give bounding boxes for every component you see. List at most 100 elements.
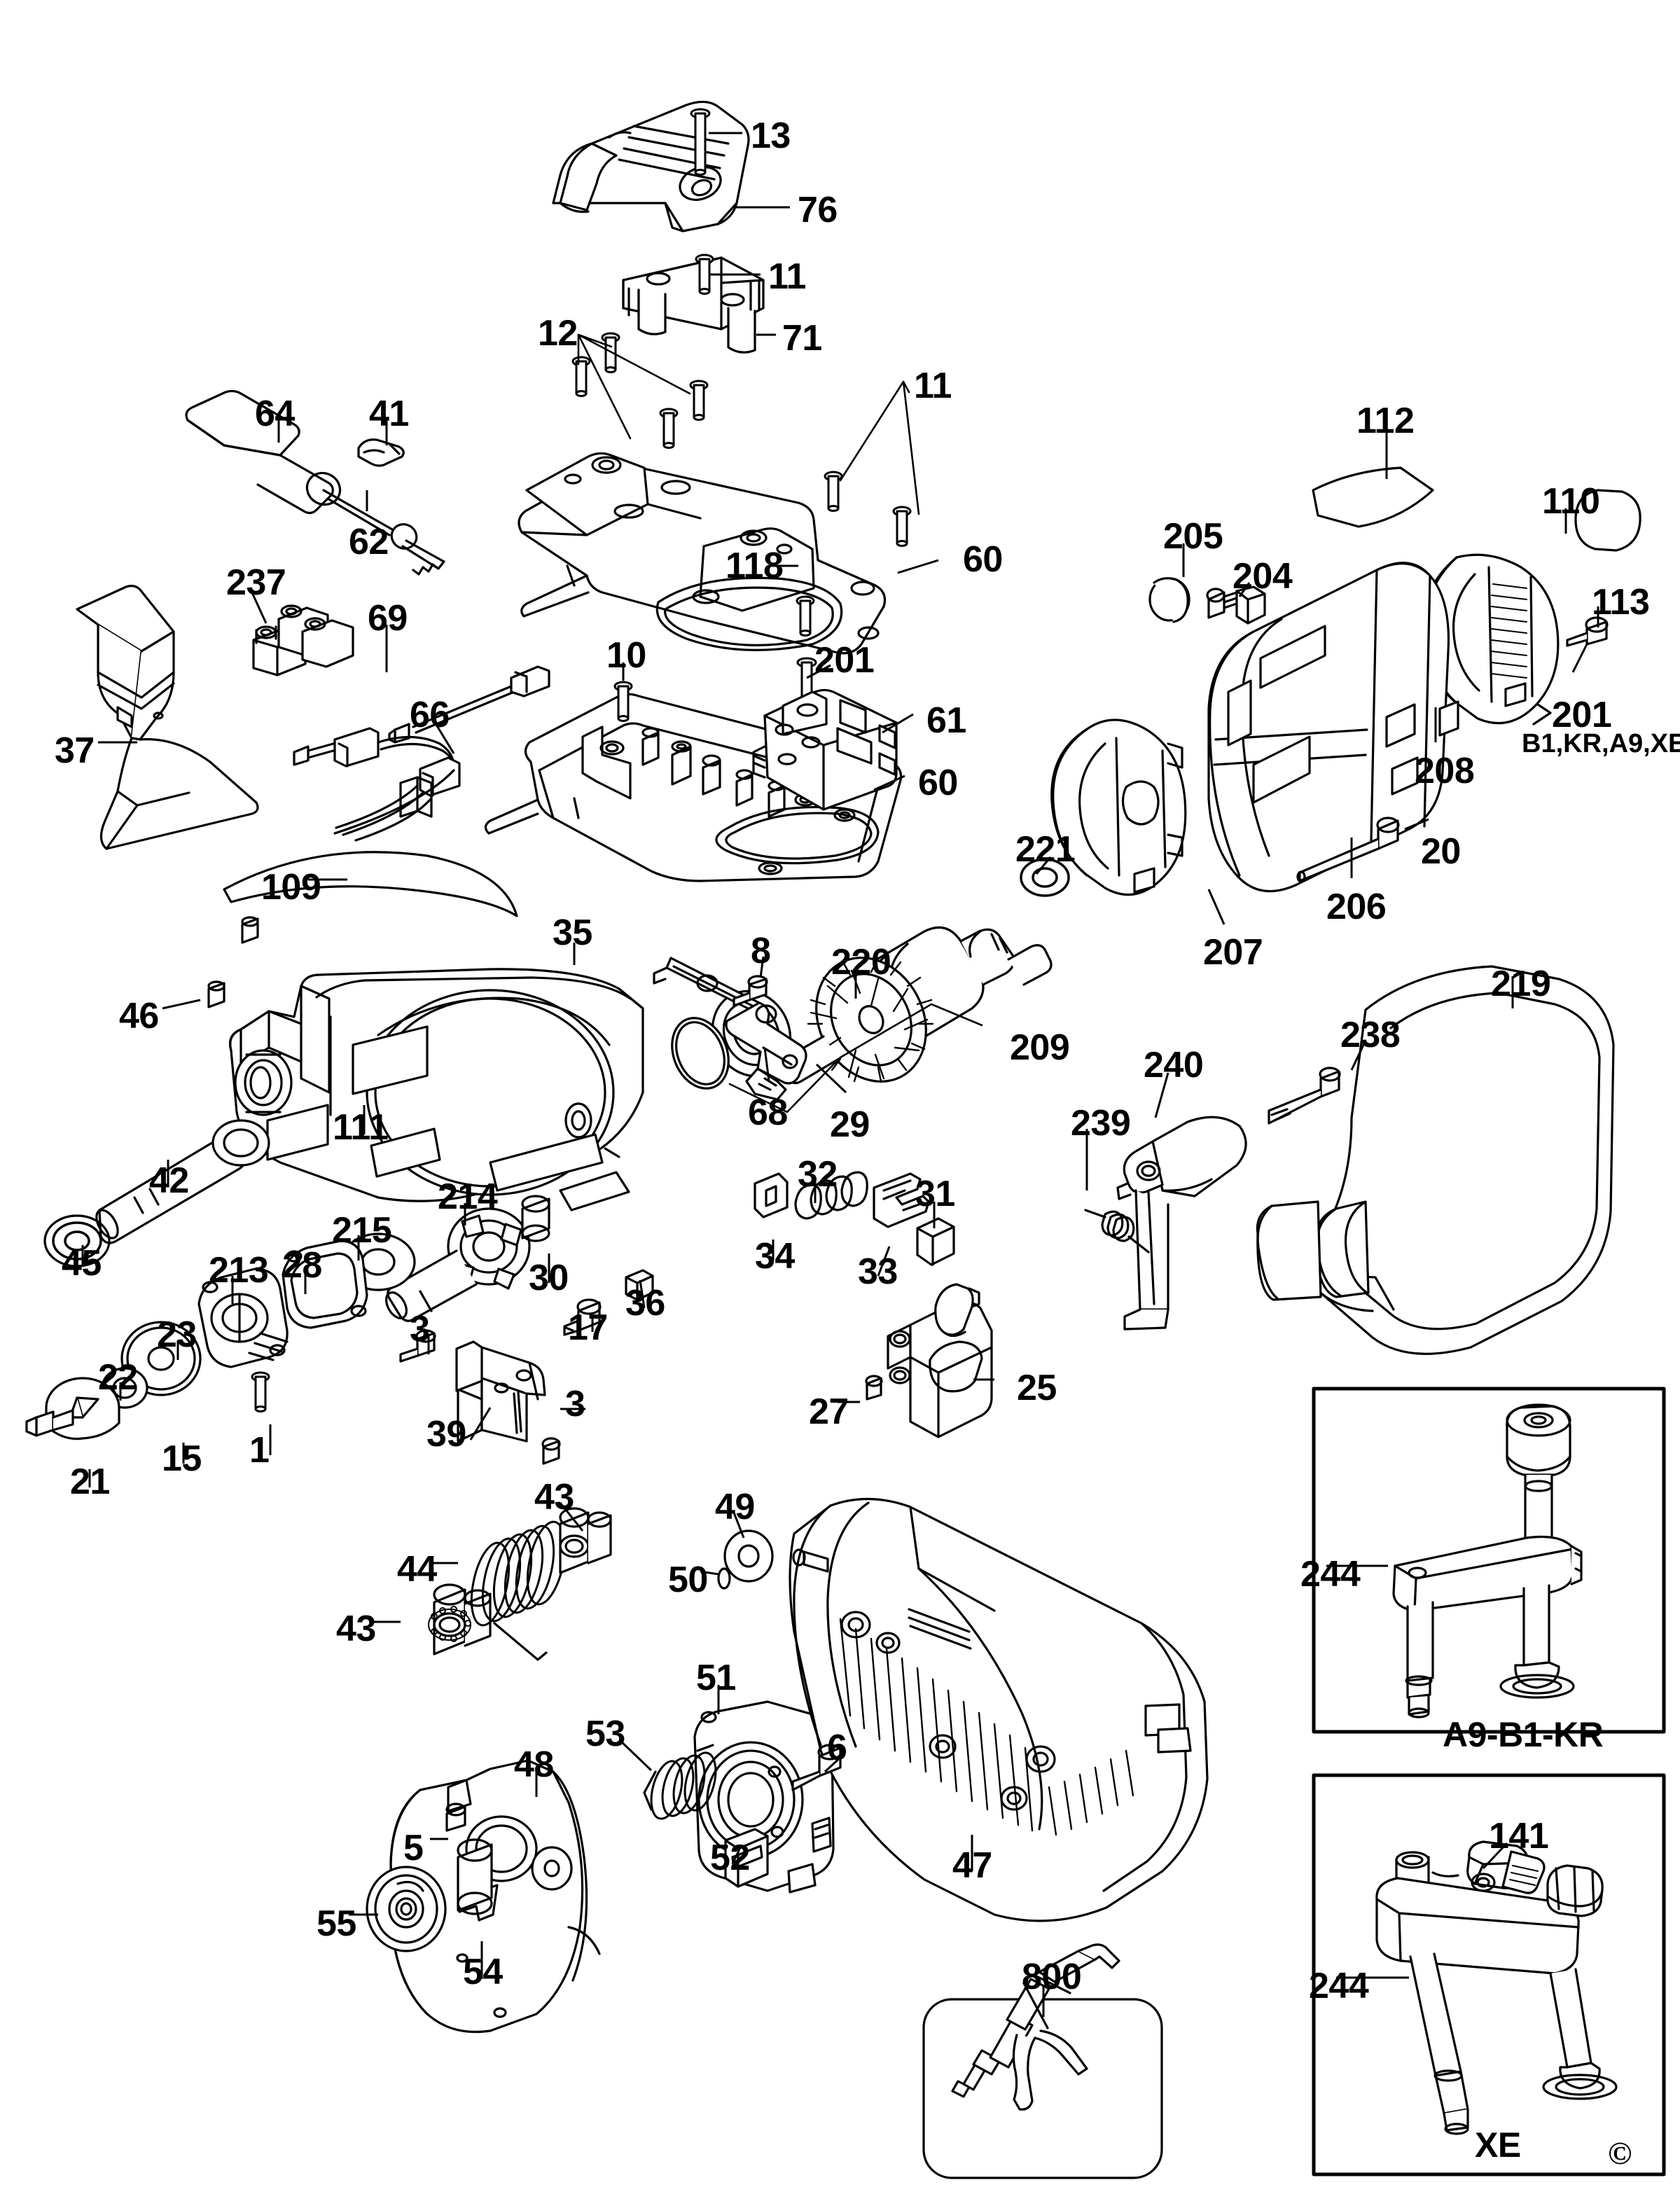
inset-a9-b1-kr-part-244 [1392,1403,1583,1719]
part-238-bolt [1268,1067,1341,1125]
part-callout-41: 41 [369,394,409,434]
part-3-bolt-a [399,1329,436,1363]
part-21-bolt [25,1409,74,1437]
part-31-block [916,1217,955,1266]
part-callout-55: 55 [317,1903,356,1944]
part-callout-11: 11 [768,256,806,297]
variant-note: B1,KR,A9,XE [1522,729,1680,758]
part-205-brush-cap [1148,577,1190,623]
part-28-gasket [282,1240,368,1329]
part-42-bushing [211,1119,270,1167]
part-callout-39: 39 [426,1414,466,1454]
part-33-latch [873,1172,930,1228]
part-callout-213: 213 [209,1250,269,1291]
part-callout-44: 44 [397,1549,437,1590]
part-callout-34: 34 [755,1236,795,1277]
part-callout-54: 54 [463,1952,503,1992]
part-44-torsion-spring [470,1520,567,1661]
part-52-pad [724,1828,769,1888]
part-callout-28: 28 [282,1245,322,1286]
part-callout-109: 109 [261,867,321,908]
part-39-bracket [455,1340,546,1443]
part-callout-205: 205 [1163,516,1223,557]
part-callout-64: 64 [255,394,295,434]
part-12-bolts [571,332,709,450]
part-callout-36: 36 [625,1283,665,1324]
part-callout-244: 244 [1300,1554,1361,1595]
part-callout-215: 215 [332,1210,392,1251]
part-callout-15: 15 [162,1438,202,1479]
part-callout-23: 23 [157,1314,197,1355]
part-callout-76: 76 [798,190,838,230]
part-callout-51: 51 [696,1658,736,1698]
part-callout-42: 42 [149,1160,189,1201]
part-219-dust-bag [1256,965,1615,1355]
part-callout-113: 113 [1592,582,1650,623]
part-callout-43: 43 [336,1609,376,1649]
part-callout-47: 47 [952,1845,992,1886]
part-callout-201: 201 [1552,695,1612,735]
part-3-bolt-b [541,1437,561,1465]
part-46-pin [207,980,225,1008]
part-callout-207: 207 [1203,932,1263,973]
part-27-plug [865,1375,883,1401]
part-239-spring [1084,1209,1150,1254]
part-callout-238: 238 [1340,1015,1401,1055]
inset-800-caulk-gun [951,1943,1120,2111]
part-113-bolt [1566,616,1609,647]
part-callout-17: 17 [568,1307,608,1348]
part-callout-201: 201 [814,640,875,681]
part-callout-22: 22 [98,1357,138,1398]
part-110-cap [1574,489,1641,552]
part-callout-61: 61 [926,700,966,741]
part-callout-71: 71 [782,318,822,359]
part-callout-3: 3 [565,1384,585,1424]
part-10-bolt [613,681,633,723]
part-callout-244: 244 [1309,1966,1369,2006]
part-callout-49: 49 [715,1487,755,1527]
part-callout-20: 20 [1421,831,1461,872]
part-callout-43: 43 [534,1477,574,1518]
part-109-deflector [223,851,518,917]
part-20-bolt [1296,817,1400,883]
part-207-bearing-cover [1050,718,1187,896]
part-240-lever [1116,1116,1247,1331]
part-callout-21: 21 [70,1461,110,1502]
part-43-bush-a [428,1583,492,1655]
part-callout-12: 12 [538,313,578,354]
part-71-clamp [622,256,765,354]
part-41-clip [357,438,405,467]
part-callout-37: 37 [55,730,95,771]
part-callout-27: 27 [809,1391,849,1432]
part-60-upper-housing [518,452,887,655]
variant-note: XE [1475,2125,1521,2165]
part-204-carbon-brush [1206,585,1266,625]
part-49-bush [723,1529,774,1583]
part-66-wire-harness [293,727,461,842]
part-callout-237: 237 [226,562,286,603]
part-callout-69: 69 [368,598,408,639]
part-callout-52: 52 [710,1838,750,1878]
part-54-bush [457,1838,493,1915]
part-callout-53: 53 [585,1714,625,1754]
part-callout-66: 66 [410,695,450,735]
part-callout-110: 110 [1542,481,1600,522]
part-callout-31: 31 [915,1174,955,1214]
part-37-dust-nozzle [76,585,259,850]
part-55-pulley [366,1866,447,1952]
part-112-label [1312,466,1434,528]
part-69-cable [388,665,550,744]
part-callout-208: 208 [1415,751,1475,791]
part-callout-1: 1 [249,1430,270,1471]
part-callout-33: 33 [858,1251,898,1292]
part-callout-50: 50 [668,1560,708,1600]
inset-xe-part-244 [1375,1840,1618,2135]
part-callout-3: 3 [410,1309,430,1349]
part-callout-45: 45 [62,1243,102,1284]
part-68-link-arm [653,957,807,1101]
part-76-handle-cover [552,100,750,232]
part-callout-141: 141 [1489,1816,1549,1856]
part-1-bolt [251,1371,270,1413]
part-callout-8: 8 [751,931,771,971]
part-callout-46: 46 [119,996,159,1036]
